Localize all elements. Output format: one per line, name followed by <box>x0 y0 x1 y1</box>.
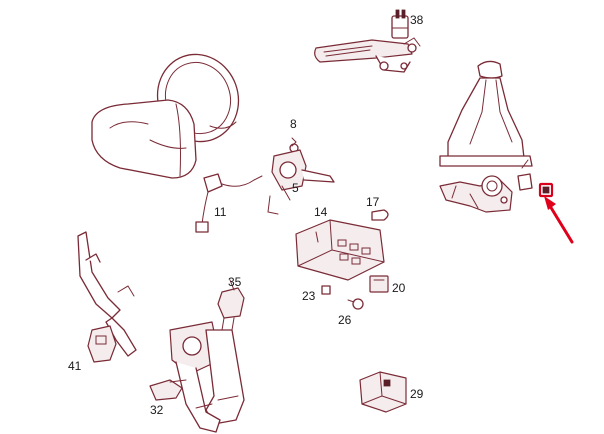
part-17-bulb[interactable] <box>371 209 389 221</box>
part-11-wiring-harness[interactable] <box>195 173 263 233</box>
part-23-clip[interactable] <box>321 285 331 295</box>
callout-5: 5 <box>292 181 299 195</box>
callout-17: 17 <box>366 195 380 209</box>
steering-wheel-assembly[interactable] <box>91 43 251 179</box>
part-32-sensor[interactable] <box>149 379 187 401</box>
callout-8: 8 <box>290 117 297 131</box>
callout-23: 23 <box>302 289 316 303</box>
callout-14: 14 <box>314 205 328 219</box>
highlighted-switch[interactable] <box>538 182 554 198</box>
pointer-arrow <box>544 196 574 244</box>
part-29-control-unit[interactable] <box>359 371 407 413</box>
part-38-switch[interactable] <box>391 9 409 39</box>
callout-32: 32 <box>150 403 164 417</box>
parking-brake-lever[interactable] <box>314 37 421 73</box>
callout-35: 35 <box>228 275 242 289</box>
callout-20: 20 <box>392 281 406 295</box>
callout-29: 29 <box>410 387 424 401</box>
part-5-combination-switch[interactable] <box>267 149 335 215</box>
part-20-relay[interactable] <box>369 275 389 293</box>
callout-41: 41 <box>68 359 82 373</box>
part-26-bulb-holder[interactable] <box>347 298 364 310</box>
part-8-screw[interactable] <box>289 137 299 153</box>
part-35-switch[interactable] <box>217 279 245 331</box>
callout-11: 11 <box>214 205 227 219</box>
part-41-switch-block[interactable] <box>87 325 117 363</box>
gear-shifter-assembly[interactable] <box>439 60 533 213</box>
part-14-fuse-box[interactable] <box>295 219 385 281</box>
pedal-assembly[interactable] <box>169 321 245 433</box>
callout-labels: 38 8 5 11 14 17 35 23 20 26 41 32 29 <box>68 13 424 417</box>
clutch-pedal[interactable] <box>77 231 137 357</box>
callout-38: 38 <box>410 13 424 27</box>
callout-26: 26 <box>338 313 352 327</box>
